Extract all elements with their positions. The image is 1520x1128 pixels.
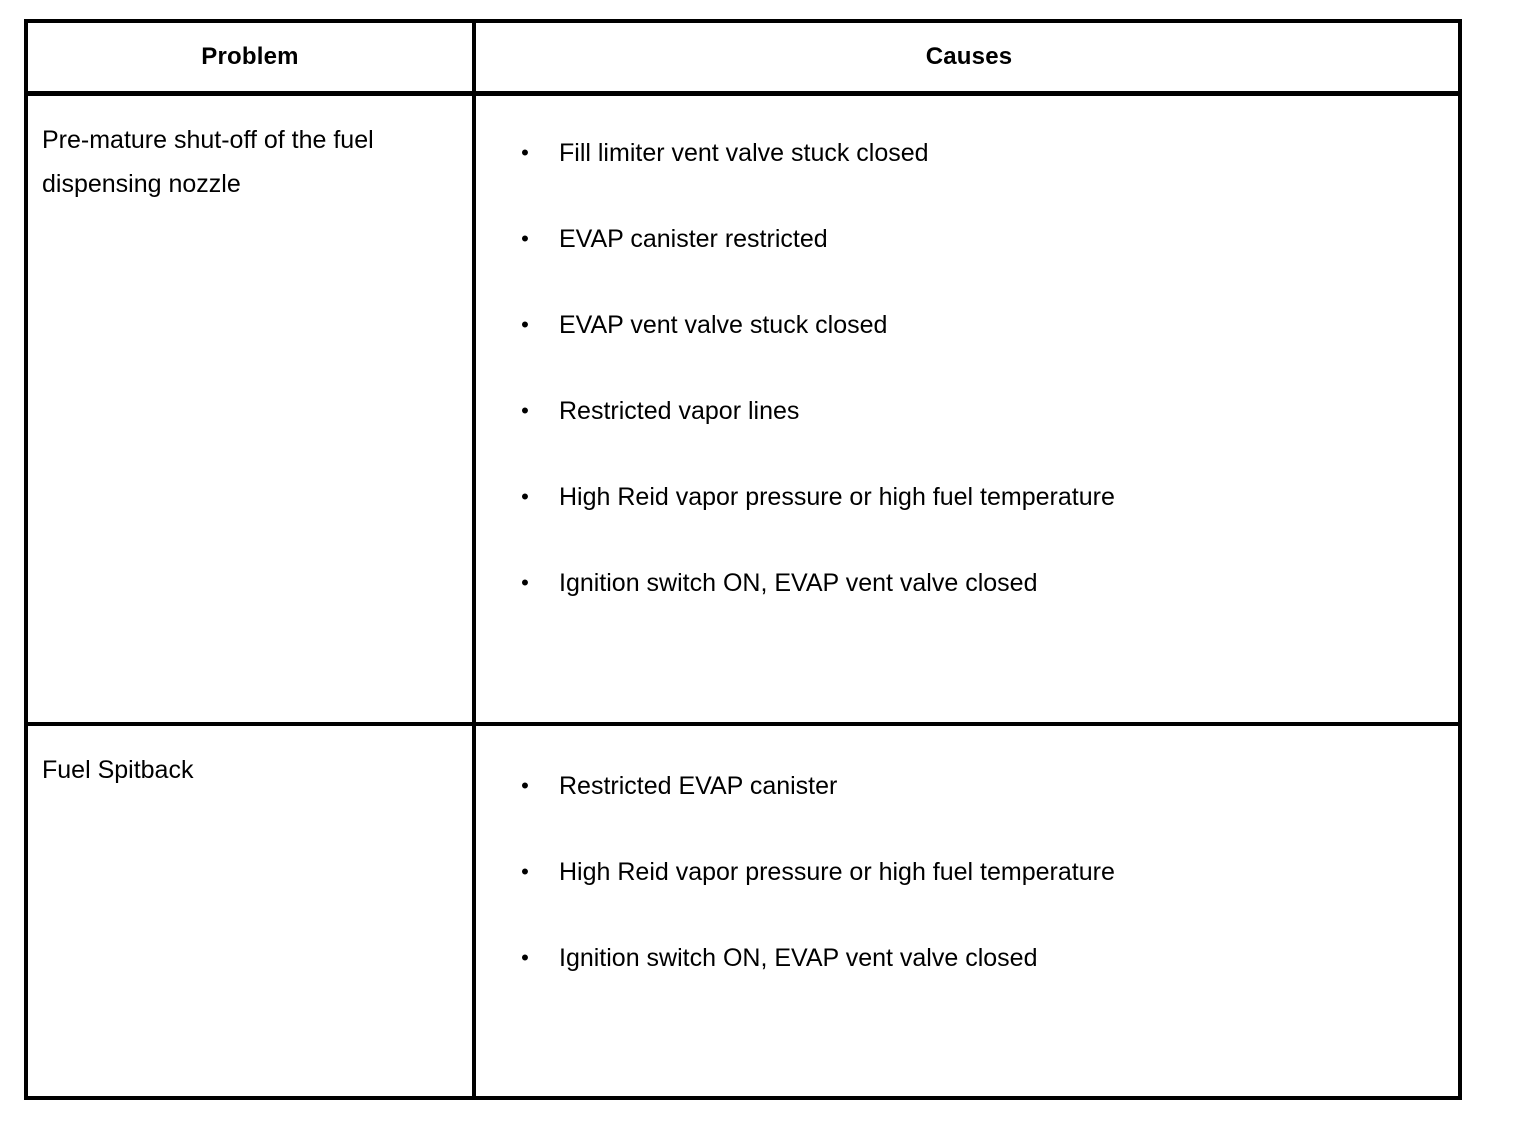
causes-cell: • Restricted EVAP canister • High Reid v… [476,726,1462,1100]
cause-label: High Reid vapor pressure or high fuel te… [559,858,1115,886]
list-item: • High Reid vapor pressure or high fuel … [476,454,1462,540]
cause-label: Restricted EVAP canister [559,772,838,800]
bullet-icon: • [521,484,529,509]
list-item: • Ignition switch ON, EVAP vent valve cl… [476,540,1462,626]
cause-label: Ignition switch ON, EVAP vent valve clos… [559,944,1038,972]
body-row-divider [24,722,1462,726]
list-item: • EVAP vent valve stuck closed [476,282,1462,368]
causes-cell: • Fill limiter vent valve stuck closed •… [476,96,1462,722]
list-item: • EVAP canister restricted [476,196,1462,282]
column-header-problem: Problem [201,43,299,70]
bullet-icon: • [521,773,529,798]
cause-label: EVAP vent valve stuck closed [559,311,888,339]
problem-label: Fuel Spitback [42,756,194,784]
bullet-icon: • [521,398,529,423]
bullet-icon: • [521,226,529,251]
list-item: • Restricted vapor lines [476,368,1462,454]
bullet-icon: • [521,312,529,337]
column-header-causes: Causes [925,43,1013,70]
cause-label: Ignition switch ON, EVAP vent valve clos… [559,569,1038,597]
problem-label: Pre-mature shut-off of the fuel dispensi… [42,126,374,198]
list-item: • Restricted EVAP canister [476,743,1462,829]
list-item: • High Reid vapor pressure or high fuel … [476,829,1462,915]
header-row-divider [24,91,1462,96]
problem-causes-table: Problem Causes Pre-mature shut-off of th… [24,19,1462,1100]
bullet-icon: • [521,859,529,884]
bullet-icon: • [521,570,529,595]
table-row: Fuel Spitback [28,726,472,1100]
column-divider [472,19,476,1100]
cause-list: • Fill limiter vent valve stuck closed •… [476,96,1462,626]
bullet-icon: • [521,945,529,970]
cause-label: Fill limiter vent valve stuck closed [559,139,929,167]
list-item: • Fill limiter vent valve stuck closed [476,110,1462,196]
cause-label: EVAP canister restricted [559,225,828,253]
cause-label: High Reid vapor pressure or high fuel te… [559,483,1115,511]
bullet-icon: • [521,140,529,165]
cause-label: Restricted vapor lines [559,397,800,425]
list-item: • Ignition switch ON, EVAP vent valve cl… [476,915,1462,1001]
cause-list: • Restricted EVAP canister • High Reid v… [476,726,1462,1001]
table-row: Pre-mature shut-off of the fuel dispensi… [28,96,472,722]
